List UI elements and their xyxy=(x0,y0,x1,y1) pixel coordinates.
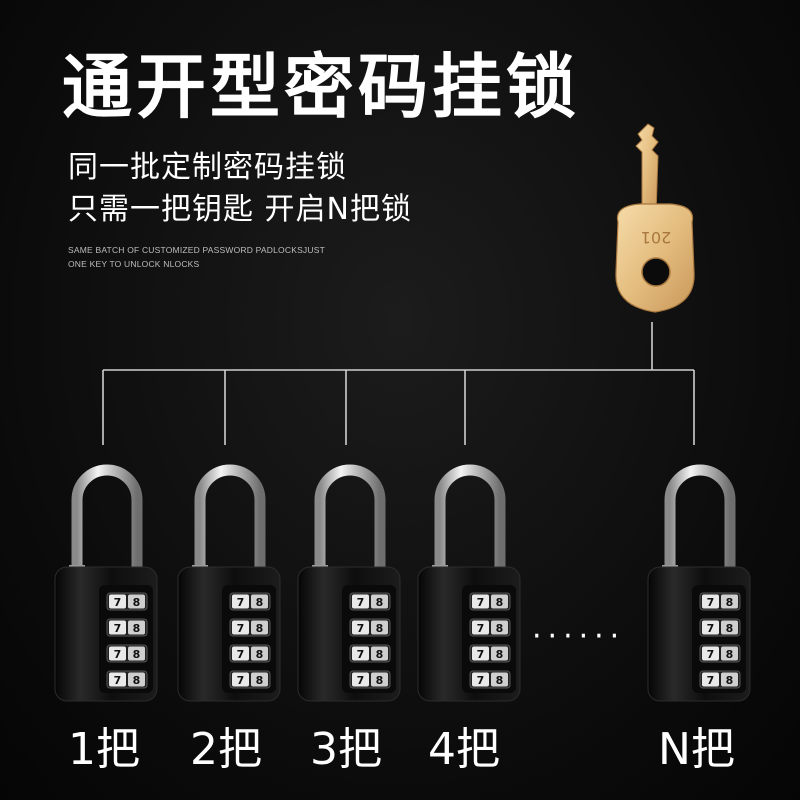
wheel-digit: 7 xyxy=(477,674,485,687)
wheel-digit: 8 xyxy=(496,622,504,635)
key-icon: 201 xyxy=(615,123,695,313)
wheel-digit: 8 xyxy=(376,596,384,609)
wheel-digit: 8 xyxy=(133,622,141,635)
title: 通开型密码挂锁 xyxy=(62,46,580,128)
wheel-digit: 8 xyxy=(256,622,264,635)
wheel-digit: 7 xyxy=(477,622,485,635)
lock-count-1: 1把 xyxy=(68,724,140,775)
wheel-digit: 7 xyxy=(357,622,365,635)
padlock-icon: 7 8 7 8 7 8 7 8 xyxy=(177,464,281,702)
wheel-digit: 8 xyxy=(726,648,734,661)
ellipsis: ······ xyxy=(532,619,626,654)
padlock-icon: 7 8 7 8 7 8 7 8 xyxy=(417,464,521,702)
wheel-digit: 7 xyxy=(237,648,245,661)
wheel-digit: 7 xyxy=(114,622,122,635)
wheel-digit: 8 xyxy=(256,596,264,609)
padlock-icon: 7 8 7 8 7 8 7 8 xyxy=(54,464,158,702)
wheel-digit: 7 xyxy=(707,622,715,635)
wheel-digit: 7 xyxy=(357,674,365,687)
wheel-digit: 8 xyxy=(133,674,141,687)
wheel-digit: 8 xyxy=(726,596,734,609)
wheel-digit: 7 xyxy=(477,648,485,661)
padlock-icon: 7 8 7 8 7 8 7 8 xyxy=(297,464,401,702)
wheel-digit: 8 xyxy=(376,648,384,661)
wheel-digit: 8 xyxy=(133,596,141,609)
lock-count-n: N把 xyxy=(658,724,735,775)
wheel-digit: 8 xyxy=(496,596,504,609)
wheel-digit: 7 xyxy=(114,596,122,609)
wheel-digit: 8 xyxy=(256,648,264,661)
wheel-digit: 7 xyxy=(237,596,245,609)
wheel-digit: 7 xyxy=(237,622,245,635)
wheel-digit: 8 xyxy=(376,622,384,635)
english-caption-line-2: ONE KEY TO UNLOCK NLOCKS xyxy=(68,259,200,269)
wheel-digit: 8 xyxy=(376,674,384,687)
wheel-digit: 7 xyxy=(114,674,122,687)
wheel-digit: 7 xyxy=(357,648,365,661)
wheel-digit: 7 xyxy=(357,596,365,609)
lock-count-4: 4把 xyxy=(428,724,500,775)
wheel-digit: 8 xyxy=(726,622,734,635)
wheel-digit: 7 xyxy=(477,596,485,609)
padlock-icon: 7 8 7 8 7 8 7 8 xyxy=(647,464,751,702)
wheel-digit: 7 xyxy=(707,674,715,687)
english-caption-line-1: SAME BATCH OF CUSTOMIZED PASSWORD PADLOC… xyxy=(68,245,325,255)
subtitle-line-1: 同一批定制密码挂锁 xyxy=(68,150,347,185)
wheel-digit: 8 xyxy=(726,674,734,687)
wheel-digit: 7 xyxy=(707,596,715,609)
wheel-digit: 8 xyxy=(496,648,504,661)
wheel-digit: 8 xyxy=(133,648,141,661)
wheel-digit: 7 xyxy=(114,648,122,661)
wheel-digit: 7 xyxy=(707,648,715,661)
lock-count-2: 2把 xyxy=(190,724,262,775)
wheel-digit: 8 xyxy=(256,674,264,687)
wheel-digit: 8 xyxy=(496,674,504,687)
wheel-digit: 7 xyxy=(237,674,245,687)
key-engraving: 201 xyxy=(641,228,672,247)
lock-count-3: 3把 xyxy=(310,724,382,775)
subtitle-line-2: 只需一把钥匙 开启N把锁 xyxy=(68,192,412,227)
